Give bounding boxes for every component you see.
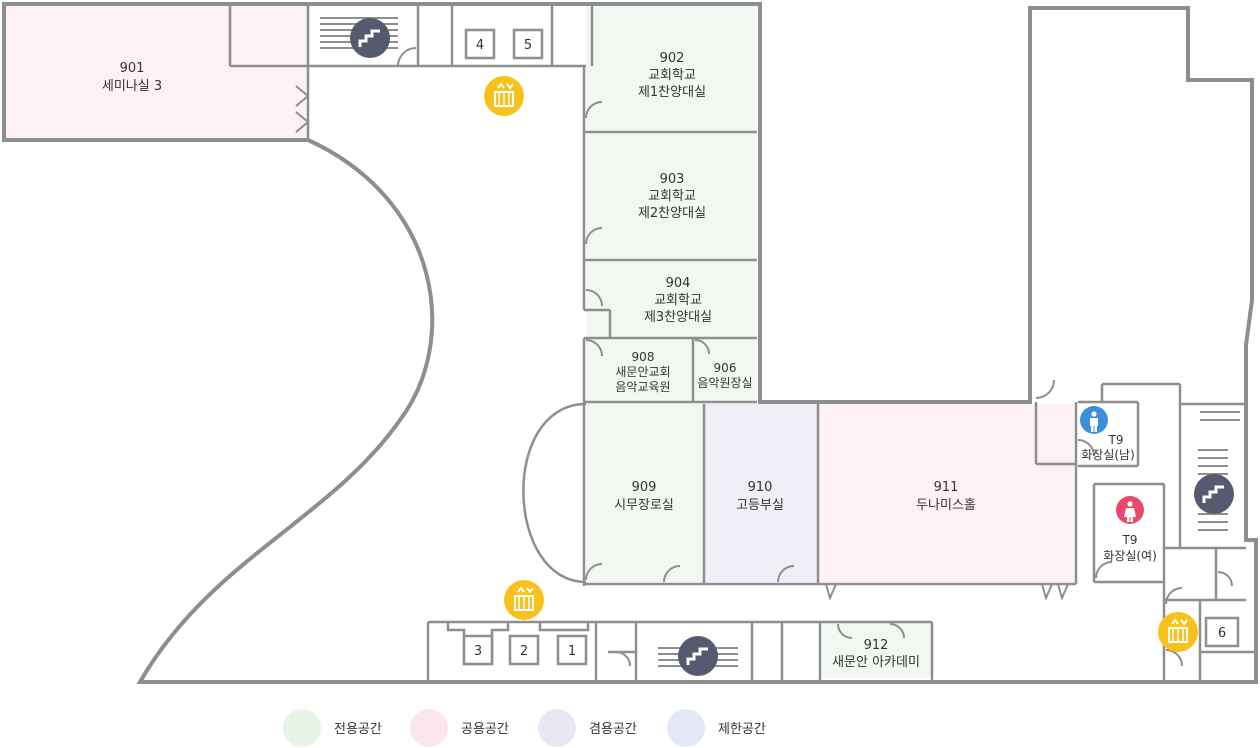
legend-label-public: 공용공간 xyxy=(461,722,509,737)
room-901-name: 세미나실 3 xyxy=(102,79,162,94)
legend-label-shared: 겸용공간 xyxy=(589,722,637,737)
room-901-area[interactable] xyxy=(6,6,308,140)
room-901-number: 901 xyxy=(120,61,145,76)
female-restroom-name: 화장실(여) xyxy=(1103,549,1157,563)
room-908-name-line2: 음악교육원 xyxy=(615,380,670,394)
room-904-name-line1: 교회학교 xyxy=(654,293,702,308)
elevator-2-label: 2 xyxy=(520,644,528,659)
elevator-1: 1 xyxy=(556,622,590,666)
room-902-number: 902 xyxy=(660,51,685,66)
elevator-1-label: 1 xyxy=(568,644,576,659)
room-910-name: 고등부실 xyxy=(736,498,784,513)
room-903-name-line1: 교회학교 xyxy=(648,189,696,204)
room-910-area[interactable] xyxy=(704,404,818,582)
room-904-name-line2: 제3찬양대실 xyxy=(644,310,712,325)
room-904-area[interactable] xyxy=(586,260,757,338)
stairs-icon[interactable] xyxy=(350,18,390,58)
elevator-4: 4 xyxy=(464,28,496,60)
room-906-name: 음악원장실 xyxy=(697,376,752,390)
room-908-number: 908 xyxy=(632,350,655,364)
elevator-3-label: 3 xyxy=(474,644,482,659)
room-903-name-line2: 제2찬양대실 xyxy=(638,206,706,221)
female-restroom-code: T9 xyxy=(1122,533,1138,547)
lounge-curve-wall xyxy=(522,402,587,584)
room-903-area[interactable] xyxy=(586,132,757,260)
elevator-6: 6 xyxy=(1204,616,1240,648)
elevator-icon[interactable] xyxy=(484,76,524,116)
interior-walls xyxy=(228,4,1256,682)
room-911-number: 911 xyxy=(934,480,959,495)
legend-item-restricted: 제한공간 xyxy=(667,709,766,747)
elevator-3: 3 xyxy=(446,622,510,666)
room-904-number: 904 xyxy=(666,276,691,291)
legend-item-public: 공용공간 xyxy=(410,709,509,747)
elevator-icon[interactable] xyxy=(1158,612,1198,652)
elevator-5-label: 5 xyxy=(524,38,532,53)
male-restroom-code: T9 xyxy=(1108,433,1124,447)
legend-label-exclusive: 전용공간 xyxy=(334,722,382,737)
room-908-name-line1: 새문안교회 xyxy=(615,365,670,379)
door-swings xyxy=(295,47,1233,667)
room-902-name-line1: 교회학교 xyxy=(648,68,696,83)
elevator-5: 5 xyxy=(512,28,544,60)
elevator-2: 2 xyxy=(508,622,556,666)
elevator-4-label: 4 xyxy=(476,38,484,53)
legend-label-restricted: 제한공간 xyxy=(718,722,766,737)
room-911-lobby-area xyxy=(1036,404,1074,464)
male-restroom-name: 화장실(남) xyxy=(1081,448,1135,462)
room-911-area[interactable] xyxy=(818,404,1074,582)
room-902-area[interactable] xyxy=(586,6,757,132)
room-906-number: 906 xyxy=(714,361,737,375)
room-909-area[interactable] xyxy=(586,404,704,582)
elevator-icon[interactable] xyxy=(504,580,544,620)
legend: 전용공간 공용공간 겸용공간 제한공간 xyxy=(283,709,766,747)
room-910-number: 910 xyxy=(748,480,773,495)
exterior-wall-west xyxy=(2,2,1258,684)
female-restroom-icon[interactable] xyxy=(1116,496,1144,524)
male-restroom-icon[interactable] xyxy=(1080,406,1108,434)
room-906-area[interactable] xyxy=(693,338,757,402)
legend-item-exclusive: 전용공간 xyxy=(283,709,382,747)
room-911-name: 두나미스홀 xyxy=(916,498,976,513)
elevator-6-label: 6 xyxy=(1218,626,1226,641)
room-912-number: 912 xyxy=(864,638,889,653)
room-902-name-line2: 제1찬양대실 xyxy=(638,85,706,100)
room-908-area[interactable] xyxy=(586,338,693,402)
legend-item-shared: 겸용공간 xyxy=(538,709,637,747)
room-909-name: 시무장로실 xyxy=(614,498,674,513)
stairs-icon[interactable] xyxy=(1194,474,1234,514)
room-909-number: 909 xyxy=(632,480,657,495)
room-903-number: 903 xyxy=(660,172,685,187)
room-912-name: 새문안 아카데미 xyxy=(832,655,920,670)
stairs-icon[interactable] xyxy=(678,636,718,676)
